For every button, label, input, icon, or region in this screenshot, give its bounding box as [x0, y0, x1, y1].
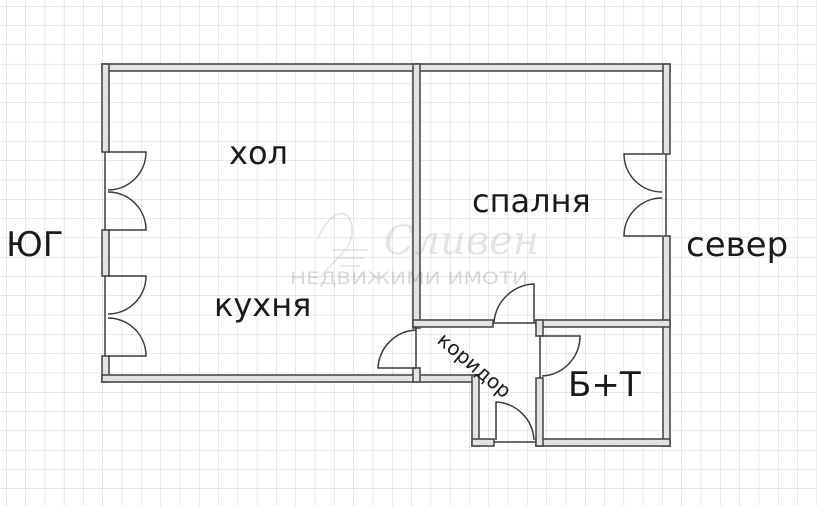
wall-partition-corridor	[412, 367, 421, 383]
watermark-brand: Сливен	[384, 218, 539, 264]
door-entrance	[494, 401, 536, 443]
door-kitchen	[377, 328, 417, 369]
room-label-bathroom: Б+Т	[568, 365, 641, 405]
room-label-kitchen: кухня	[214, 286, 311, 324]
orientation-south: ЮГ	[6, 225, 63, 265]
wall-right-upper	[662, 63, 671, 155]
wall-bedroom-bottom-b	[535, 319, 671, 328]
orientation-north: север	[686, 225, 788, 265]
watermark-tagline: НЕДВИЖИМИ ИМОТИ	[290, 269, 528, 289]
wall-corridor-left	[471, 374, 480, 447]
wall-bathroom-partition-a	[535, 319, 544, 337]
watermark: Сливен НЕДВИЖИМИ ИМОТИ	[290, 212, 539, 289]
wall-top	[101, 63, 671, 72]
wall-left-middle	[101, 229, 110, 277]
door-bedroom	[493, 283, 536, 324]
wall-corridor-bottom-b	[535, 438, 671, 447]
wall-corridor-bottom-a	[471, 438, 495, 447]
room-label-hall: хол	[229, 134, 288, 172]
window-bedroom	[623, 153, 667, 237]
window-hall	[104, 151, 147, 231]
wall-left-upper	[101, 63, 110, 153]
window-kitchen	[104, 275, 147, 357]
windows	[104, 151, 667, 357]
wall-bathroom-partition-b	[535, 377, 544, 447]
watermark-logo-icon	[317, 212, 368, 277]
door-bathroom	[539, 335, 581, 378]
wall-bottom-left	[101, 374, 479, 383]
wall-bedroom-bottom-a	[412, 319, 494, 328]
doors	[377, 283, 581, 443]
room-label-bedroom: спалня	[472, 182, 591, 220]
wall-right-lower	[662, 235, 671, 447]
